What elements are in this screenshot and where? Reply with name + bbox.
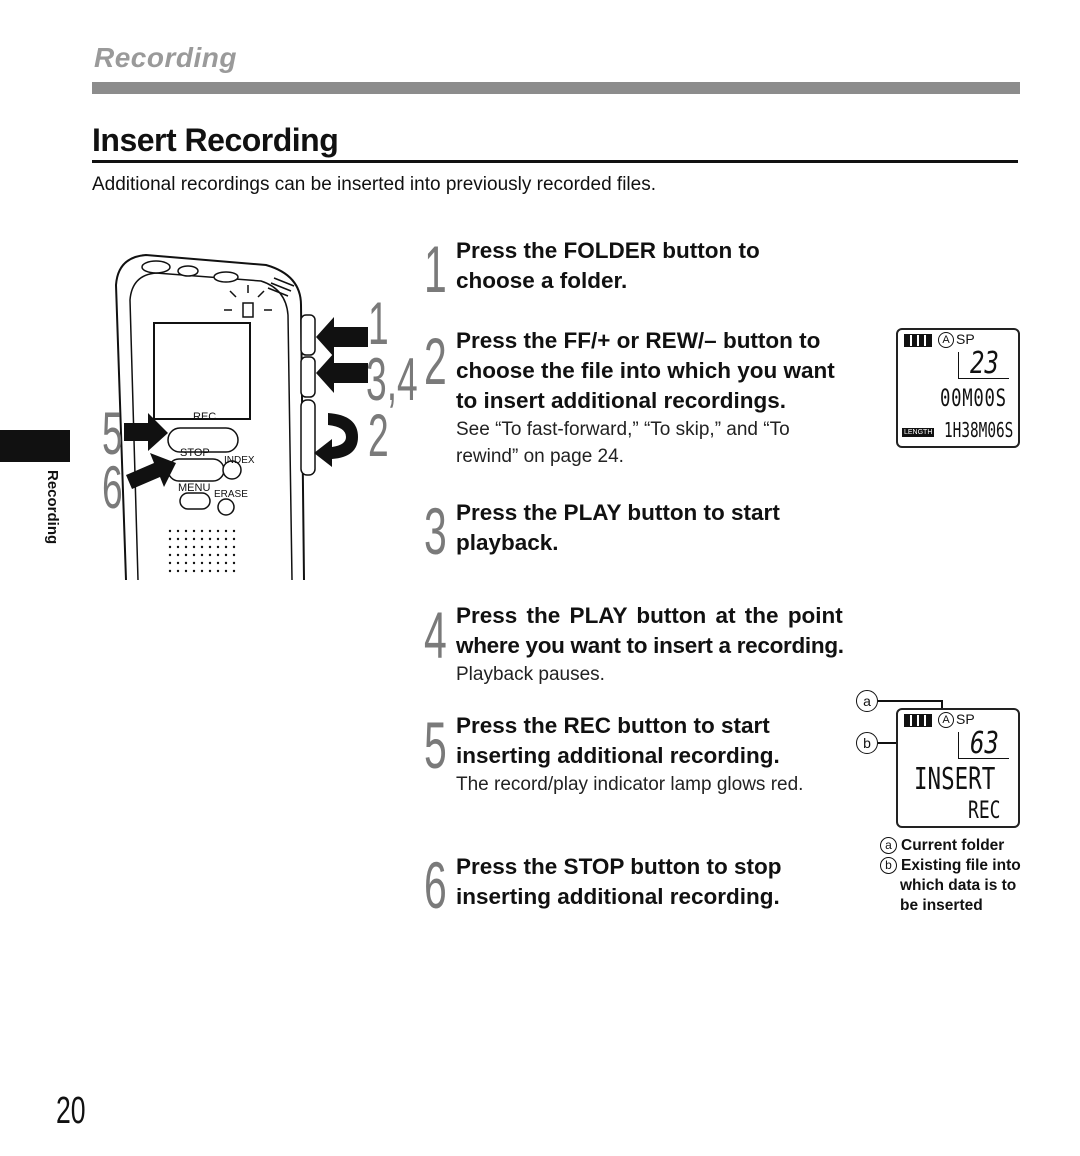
side-tab-label: Recording	[44, 470, 61, 545]
step-1: Press the FOLDER button to choose a fold…	[456, 236, 760, 296]
legend-text: which data is to	[900, 877, 1017, 894]
lcd2-mode: SP	[956, 711, 975, 727]
step-3: Press the PLAY button to start playback.	[456, 498, 780, 558]
lcd1-length-label: LENGTH	[902, 428, 935, 437]
step-3-title-line: playback.	[456, 530, 559, 555]
step-2-title-line: Press the FF/+ or REW/– button to	[456, 328, 821, 353]
lcd2-rec: REC	[968, 796, 1001, 824]
recorder-drawing	[114, 253, 368, 581]
section-label: Recording	[94, 42, 237, 73]
lcd1-folder: A	[938, 332, 954, 348]
callout-a-line	[878, 700, 942, 702]
lcd2-file-box	[958, 732, 1009, 759]
lcd1-time: 00M00S	[940, 384, 1007, 412]
callout-b: b	[856, 732, 878, 754]
title-rule	[92, 160, 1018, 163]
header-bar	[92, 82, 1020, 94]
lcd2-folder: A	[938, 712, 954, 728]
step-4-number: 4	[424, 598, 447, 672]
side-tab	[0, 430, 70, 462]
stop-button-label: STOP	[180, 447, 210, 459]
step-2-note-line: See “To fast-forward,” “To skip,” and “T…	[456, 419, 790, 440]
callout-a: a	[856, 690, 878, 712]
step-6-title-line: Press the STOP button to stop	[456, 854, 782, 879]
menu-button-label: MENU	[178, 482, 211, 494]
device-callout-5: 5	[102, 400, 123, 467]
device-callout-6: 6	[102, 454, 123, 521]
lcd1-mode: SP	[956, 331, 975, 347]
page-title: Insert Recording	[92, 122, 339, 158]
step-5-title-line: inserting additional recording.	[456, 743, 780, 768]
step-4-note-line: Playback pauses.	[456, 664, 605, 685]
legend-text: Existing file into	[901, 857, 1021, 874]
rec-button-label: REC	[193, 411, 217, 423]
step-2: Press the FF/+ or REW/– button to choose…	[456, 326, 835, 470]
arrow-34	[316, 353, 368, 393]
step-5: Press the REC button to start inserting …	[456, 711, 803, 798]
step-2-note-line: rewind” on page 24.	[456, 446, 624, 467]
step-1-title-line: choose a folder.	[456, 268, 628, 293]
lcd-display-step5: A SP 63 INSERT REC	[896, 708, 1020, 828]
device-callout-34: 3,4	[366, 346, 418, 413]
step-2-title-line: choose the file into which you want	[456, 358, 835, 383]
index-button-label: INDEX	[224, 455, 255, 466]
step-4: Press the PLAY button at the point where…	[456, 601, 876, 688]
device-callout-2: 2	[368, 402, 389, 469]
device-illustration: REC STOP INDEX MENU ERASE	[96, 245, 426, 585]
step-1-number: 1	[424, 232, 447, 306]
step-4-title-line: where you want to insert a recording.	[456, 633, 844, 658]
step-6-title-line: inserting additional recording.	[456, 884, 780, 909]
step-3-title-line: Press the PLAY button to start	[456, 500, 780, 525]
lcd1-file-number: 23	[970, 346, 999, 381]
arrow-2	[314, 413, 358, 467]
step-4-title-line: Press the PLAY button at the point	[456, 603, 843, 628]
erase-button-label: ERASE	[214, 489, 248, 500]
legend-text: Current folder	[901, 837, 1005, 854]
battery-icon	[904, 334, 932, 347]
step-2-number: 2	[424, 324, 447, 398]
lcd2-file-number: 63	[970, 726, 999, 761]
lcd2-status: INSERT	[914, 762, 996, 797]
step-3-number: 3	[424, 494, 447, 568]
step-5-number: 5	[424, 708, 447, 782]
step-5-title-line: Press the REC button to start	[456, 713, 770, 738]
arrow-6	[126, 453, 176, 489]
step-1-title-line: Press the FOLDER button to	[456, 238, 760, 263]
legend-key-a: a	[880, 837, 897, 854]
step-6: Press the STOP button to stop inserting …	[456, 852, 781, 912]
legend-key-b: b	[880, 857, 897, 874]
lcd-display-step2: A SP 23 00M00S LENGTH 1H38M06S	[896, 328, 1020, 448]
legend-text: be inserted	[900, 897, 983, 914]
device-callout-1: 1	[368, 290, 389, 357]
step-2-title-line: to insert additional recordings.	[456, 388, 787, 413]
lcd1-length: 1H38M06S	[944, 418, 1014, 442]
lcd1-file-box	[958, 352, 1009, 379]
battery-icon	[904, 714, 932, 727]
step-5-note-line: The record/play indicator lamp glows red…	[456, 774, 804, 795]
arrow-5	[124, 413, 168, 451]
intro-text: Additional recordings can be inserted in…	[92, 174, 656, 195]
page-number: 20	[56, 1090, 86, 1132]
step-6-number: 6	[424, 848, 447, 922]
arrow-1	[316, 317, 368, 357]
